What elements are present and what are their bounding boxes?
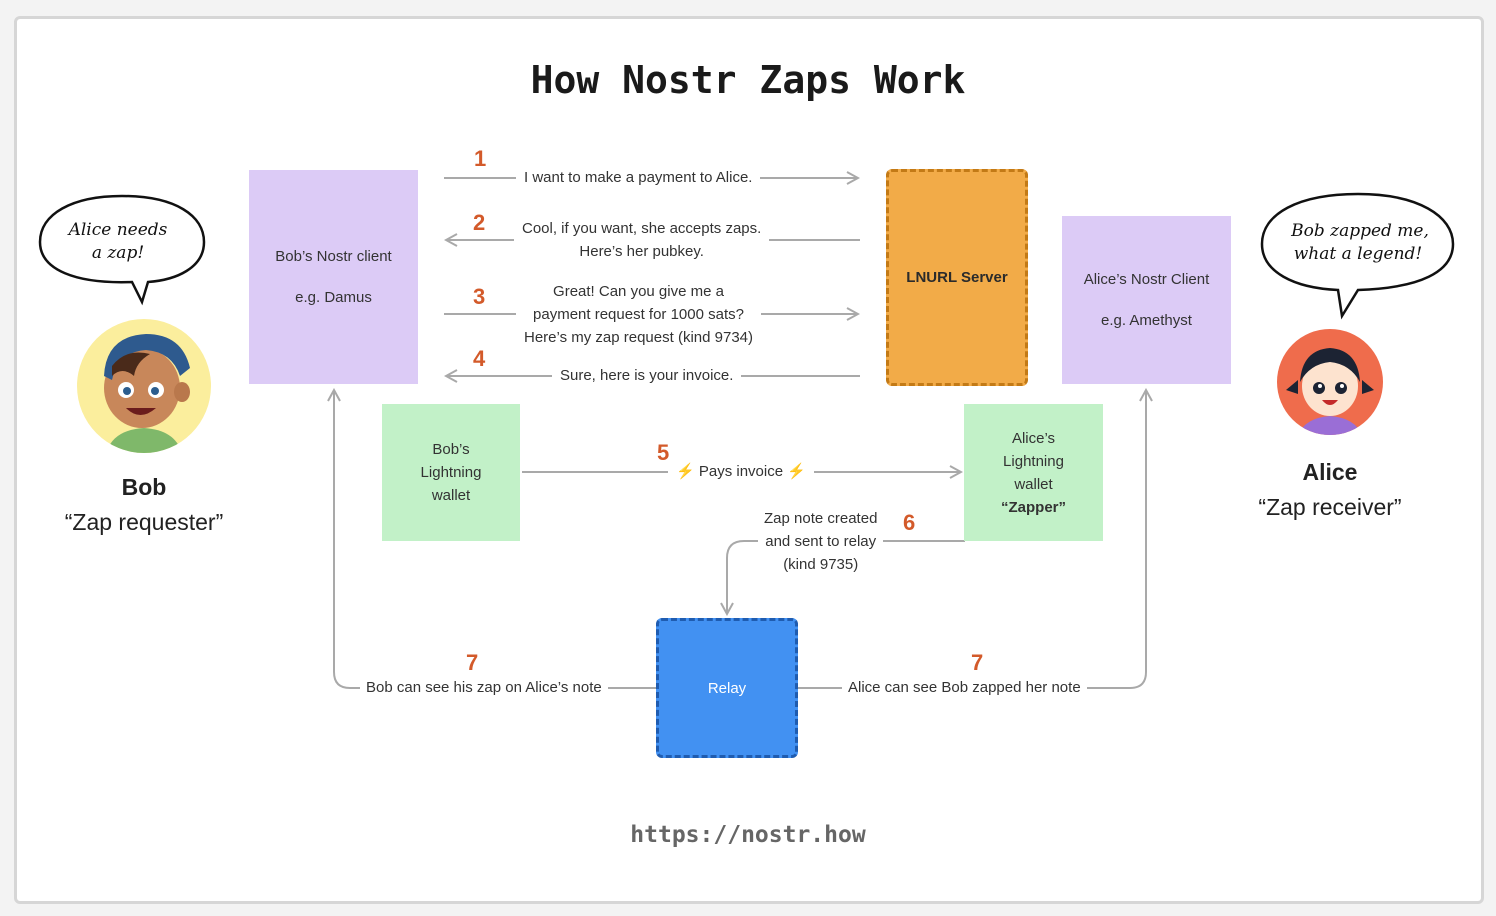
alice-wallet-line1: Alice’s: [1011, 429, 1056, 447]
step-1-label: I want to make a payment to Alice.: [516, 166, 761, 189]
alice-avatar: [1277, 329, 1383, 435]
bolt-icon: ⚡: [787, 463, 806, 480]
step-3-line3: Here’s my zap request (kind 9734): [524, 329, 753, 346]
step-6-number: 6: [903, 510, 916, 535]
bob-lightning-wallet-box: Bob’s Lightning wallet: [382, 404, 520, 541]
bob-wallet-line3: wallet: [431, 487, 471, 504]
step-2-label: Cool, if you want, she accepts zaps. Her…: [514, 217, 770, 263]
step-7-bob-number: 7: [466, 650, 479, 675]
step-3-line1: Great! Can you give me a: [553, 283, 724, 300]
arrow-step-7-alice: [797, 390, 1146, 689]
alice-lightning-wallet-box: Alice’s Lightning wallet “Zapper”: [964, 404, 1103, 541]
bob-name: Bob: [121, 474, 167, 500]
alice-client-example: e.g. Amethyst: [1101, 312, 1192, 329]
alice-bubble-line1: Bob zapped me,: [1290, 221, 1429, 241]
step-3-number: 3: [473, 284, 486, 309]
alice-speech-bubble: Bob zapped me, what a legend!: [1260, 192, 1455, 320]
step-5-number: 5: [657, 440, 670, 465]
step-2-line2: Here’s her pubkey.: [579, 243, 704, 260]
step-3-label: Great! Can you give me a payment request…: [516, 280, 761, 349]
step-6-line1: Zap note created: [764, 510, 878, 527]
bob-avatar: [77, 319, 211, 453]
step-6-label: Zap note created and sent to relay (kind…: [758, 507, 884, 576]
bob-bubble-line1: Alice needs: [67, 220, 168, 240]
alice-bubble-line2: what a legend!: [1294, 244, 1423, 264]
bob-speech-bubble: Alice needs a zap!: [38, 194, 206, 306]
alice-role: “Zap receiver”: [1258, 494, 1402, 520]
alice-wallet-line3: wallet: [1014, 475, 1053, 493]
diagram-title: How Nostr Zaps Work: [530, 58, 966, 102]
step-5-label: ⚡ Pays invoice ⚡: [668, 460, 814, 483]
step-4-number: 4: [473, 346, 486, 371]
bob-wallet-line1: Bob’s: [432, 441, 470, 458]
arrow-step-6: [727, 540, 965, 614]
lnurl-server-label: LNURL Server: [906, 269, 1008, 286]
arrow-step-7-bob: [334, 390, 657, 689]
step-7-bob-label: Bob can see his zap on Alice’s note: [360, 676, 608, 699]
alice-client-name: Alice’s Nostr Client: [1083, 271, 1210, 288]
bob-client-example: e.g. Damus: [295, 289, 372, 306]
step-6-line2: and sent to relay: [765, 533, 877, 550]
step-4-label: Sure, here is your invoice.: [552, 364, 742, 387]
bob-client-name: Bob’s Nostr client: [275, 248, 392, 265]
step-7-alice-number: 7: [971, 650, 984, 675]
step-7-alice-label: Alice can see Bob zapped her note: [842, 676, 1087, 699]
step-1-number: 1: [474, 146, 487, 171]
step-2-number: 2: [473, 210, 486, 235]
relay-label: Relay: [707, 679, 747, 697]
relay-box: Relay: [656, 618, 798, 758]
alice-nostr-client-box: Alice’s Nostr Client e.g. Amethyst: [1062, 216, 1231, 384]
alice-wallet-line2: Lightning: [1003, 452, 1064, 470]
bob-role: “Zap requester”: [64, 509, 224, 535]
step-6-line3: (kind 9735): [783, 556, 859, 573]
lnurl-server-box: LNURL Server: [886, 169, 1028, 386]
step-3-line2: payment request for 1000 sats?: [533, 306, 744, 323]
bob-wallet-line2: Lightning: [420, 464, 482, 481]
bolt-icon: ⚡: [676, 463, 695, 480]
bob-nostr-client-box: Bob’s Nostr client e.g. Damus: [249, 170, 418, 384]
step-2-line1: Cool, if you want, she accepts zaps.: [522, 220, 762, 237]
footer-url[interactable]: https://nostr.how: [630, 822, 866, 848]
step-5-text: Pays invoice: [698, 463, 784, 480]
bob-bubble-line2: a zap!: [92, 243, 144, 263]
alice-wallet-line4: “Zapper”: [1000, 498, 1066, 516]
alice-name: Alice: [1302, 459, 1358, 485]
